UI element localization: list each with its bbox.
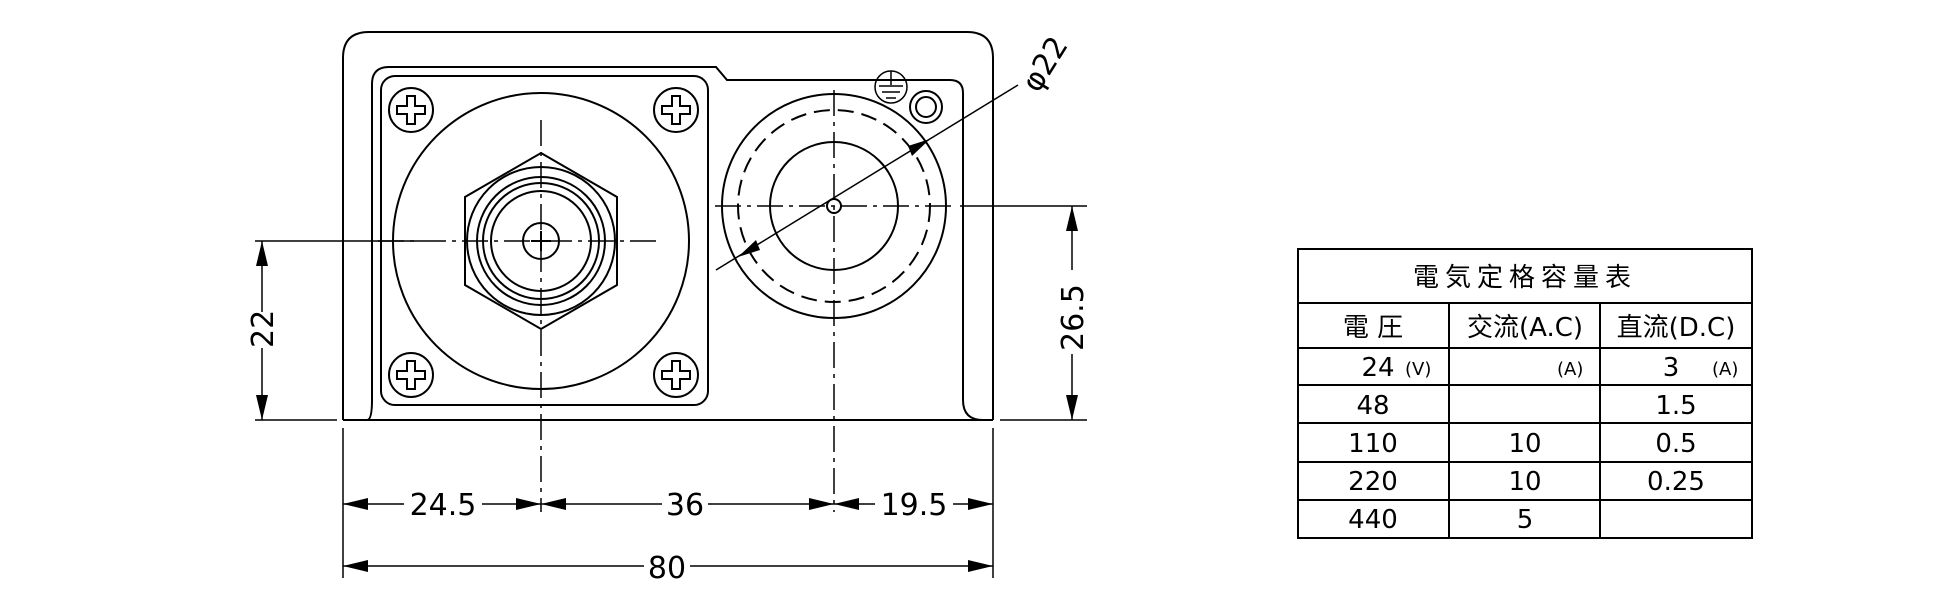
dim-36-label: 36 xyxy=(666,488,704,523)
cell-voltage: 440 xyxy=(1348,505,1398,535)
rating-table: 電気定格容量表 電 圧 交流(A.C) 直流(D.C) 24 (V) (A) 3… xyxy=(1297,248,1753,539)
header-dc: 直流(D.C) xyxy=(1617,313,1736,343)
phi22-leader-line xyxy=(715,84,1019,271)
ground-symbol-icon xyxy=(874,70,908,104)
header-voltage: 電 圧 xyxy=(1343,313,1403,343)
inner-panel-outline xyxy=(366,66,984,421)
gland-hex-nut xyxy=(464,151,618,331)
housing-outline xyxy=(342,31,994,420)
cell-dc: 0.5 xyxy=(1655,429,1696,459)
phi22-label: φ22 xyxy=(1015,31,1075,99)
cell-voltage: 220 xyxy=(1348,467,1398,497)
header-ac: 交流(A.C) xyxy=(1467,313,1583,343)
screw-top-left-icon xyxy=(388,87,434,133)
screw-bottom-left-icon xyxy=(388,352,434,398)
cell-voltage: 48 xyxy=(1356,391,1389,421)
cell-voltage: 24 xyxy=(1361,353,1394,383)
unit-ac: (A) xyxy=(1557,359,1583,380)
ground-screw-inner xyxy=(915,96,937,118)
cell-dc: 1.5 xyxy=(1655,391,1696,421)
cell-dc: 3 xyxy=(1663,353,1680,383)
dim-24-5-label: 24.5 xyxy=(410,488,477,523)
dim-19-5-label: 19.5 xyxy=(881,488,948,523)
dim-22-label: 22 xyxy=(246,310,281,348)
cell-ac: 5 xyxy=(1517,505,1534,535)
screw-bottom-right-icon xyxy=(653,352,699,398)
cell-voltage: 110 xyxy=(1348,429,1398,459)
ground-screw-outer xyxy=(909,90,943,124)
rating-table-title: 電気定格容量表 xyxy=(1413,263,1637,293)
dim-26-5-label: 26.5 xyxy=(1056,284,1091,351)
cell-ac: 10 xyxy=(1508,429,1541,459)
cell-ac: 10 xyxy=(1508,467,1541,497)
screw-top-right-icon xyxy=(653,87,699,133)
dim-80-label: 80 xyxy=(648,551,686,586)
unit-dc: (A) xyxy=(1712,359,1738,380)
unit-voltage: (V) xyxy=(1405,359,1431,380)
cell-dc: 0.25 xyxy=(1647,467,1705,497)
